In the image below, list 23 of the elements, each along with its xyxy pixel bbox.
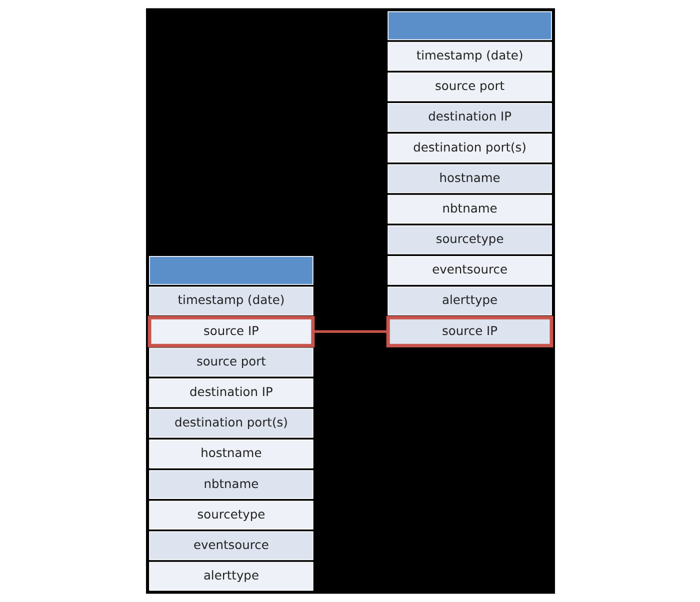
node-box: destination port(s) [148, 408, 313, 438]
node-box: source port [148, 348, 313, 377]
node-box: sourcetype [387, 225, 552, 254]
node-box: destination IP [387, 103, 552, 132]
node-box [148, 256, 313, 285]
node-box: source port [387, 72, 552, 102]
node-box: destination IP [148, 378, 313, 408]
node-box: source IP [147, 316, 314, 348]
node-box [387, 11, 552, 40]
node-box: destination port(s) [387, 134, 552, 162]
node-box: nbtname [387, 194, 552, 224]
node-box: source IP [386, 316, 553, 348]
node-box: hostname [148, 440, 313, 468]
connector [312, 330, 388, 333]
node-box: timestamp (date) [387, 42, 552, 71]
node-box: eventsource [387, 256, 552, 285]
node-box: alerttype [387, 286, 552, 316]
node-box: nbtname [148, 470, 313, 499]
node-box: hostname [387, 164, 552, 194]
node-box: alerttype [148, 562, 313, 591]
node-box: sourcetype [148, 500, 313, 530]
node-box: eventsource [148, 531, 313, 560]
node-box: timestamp (date) [148, 286, 313, 316]
